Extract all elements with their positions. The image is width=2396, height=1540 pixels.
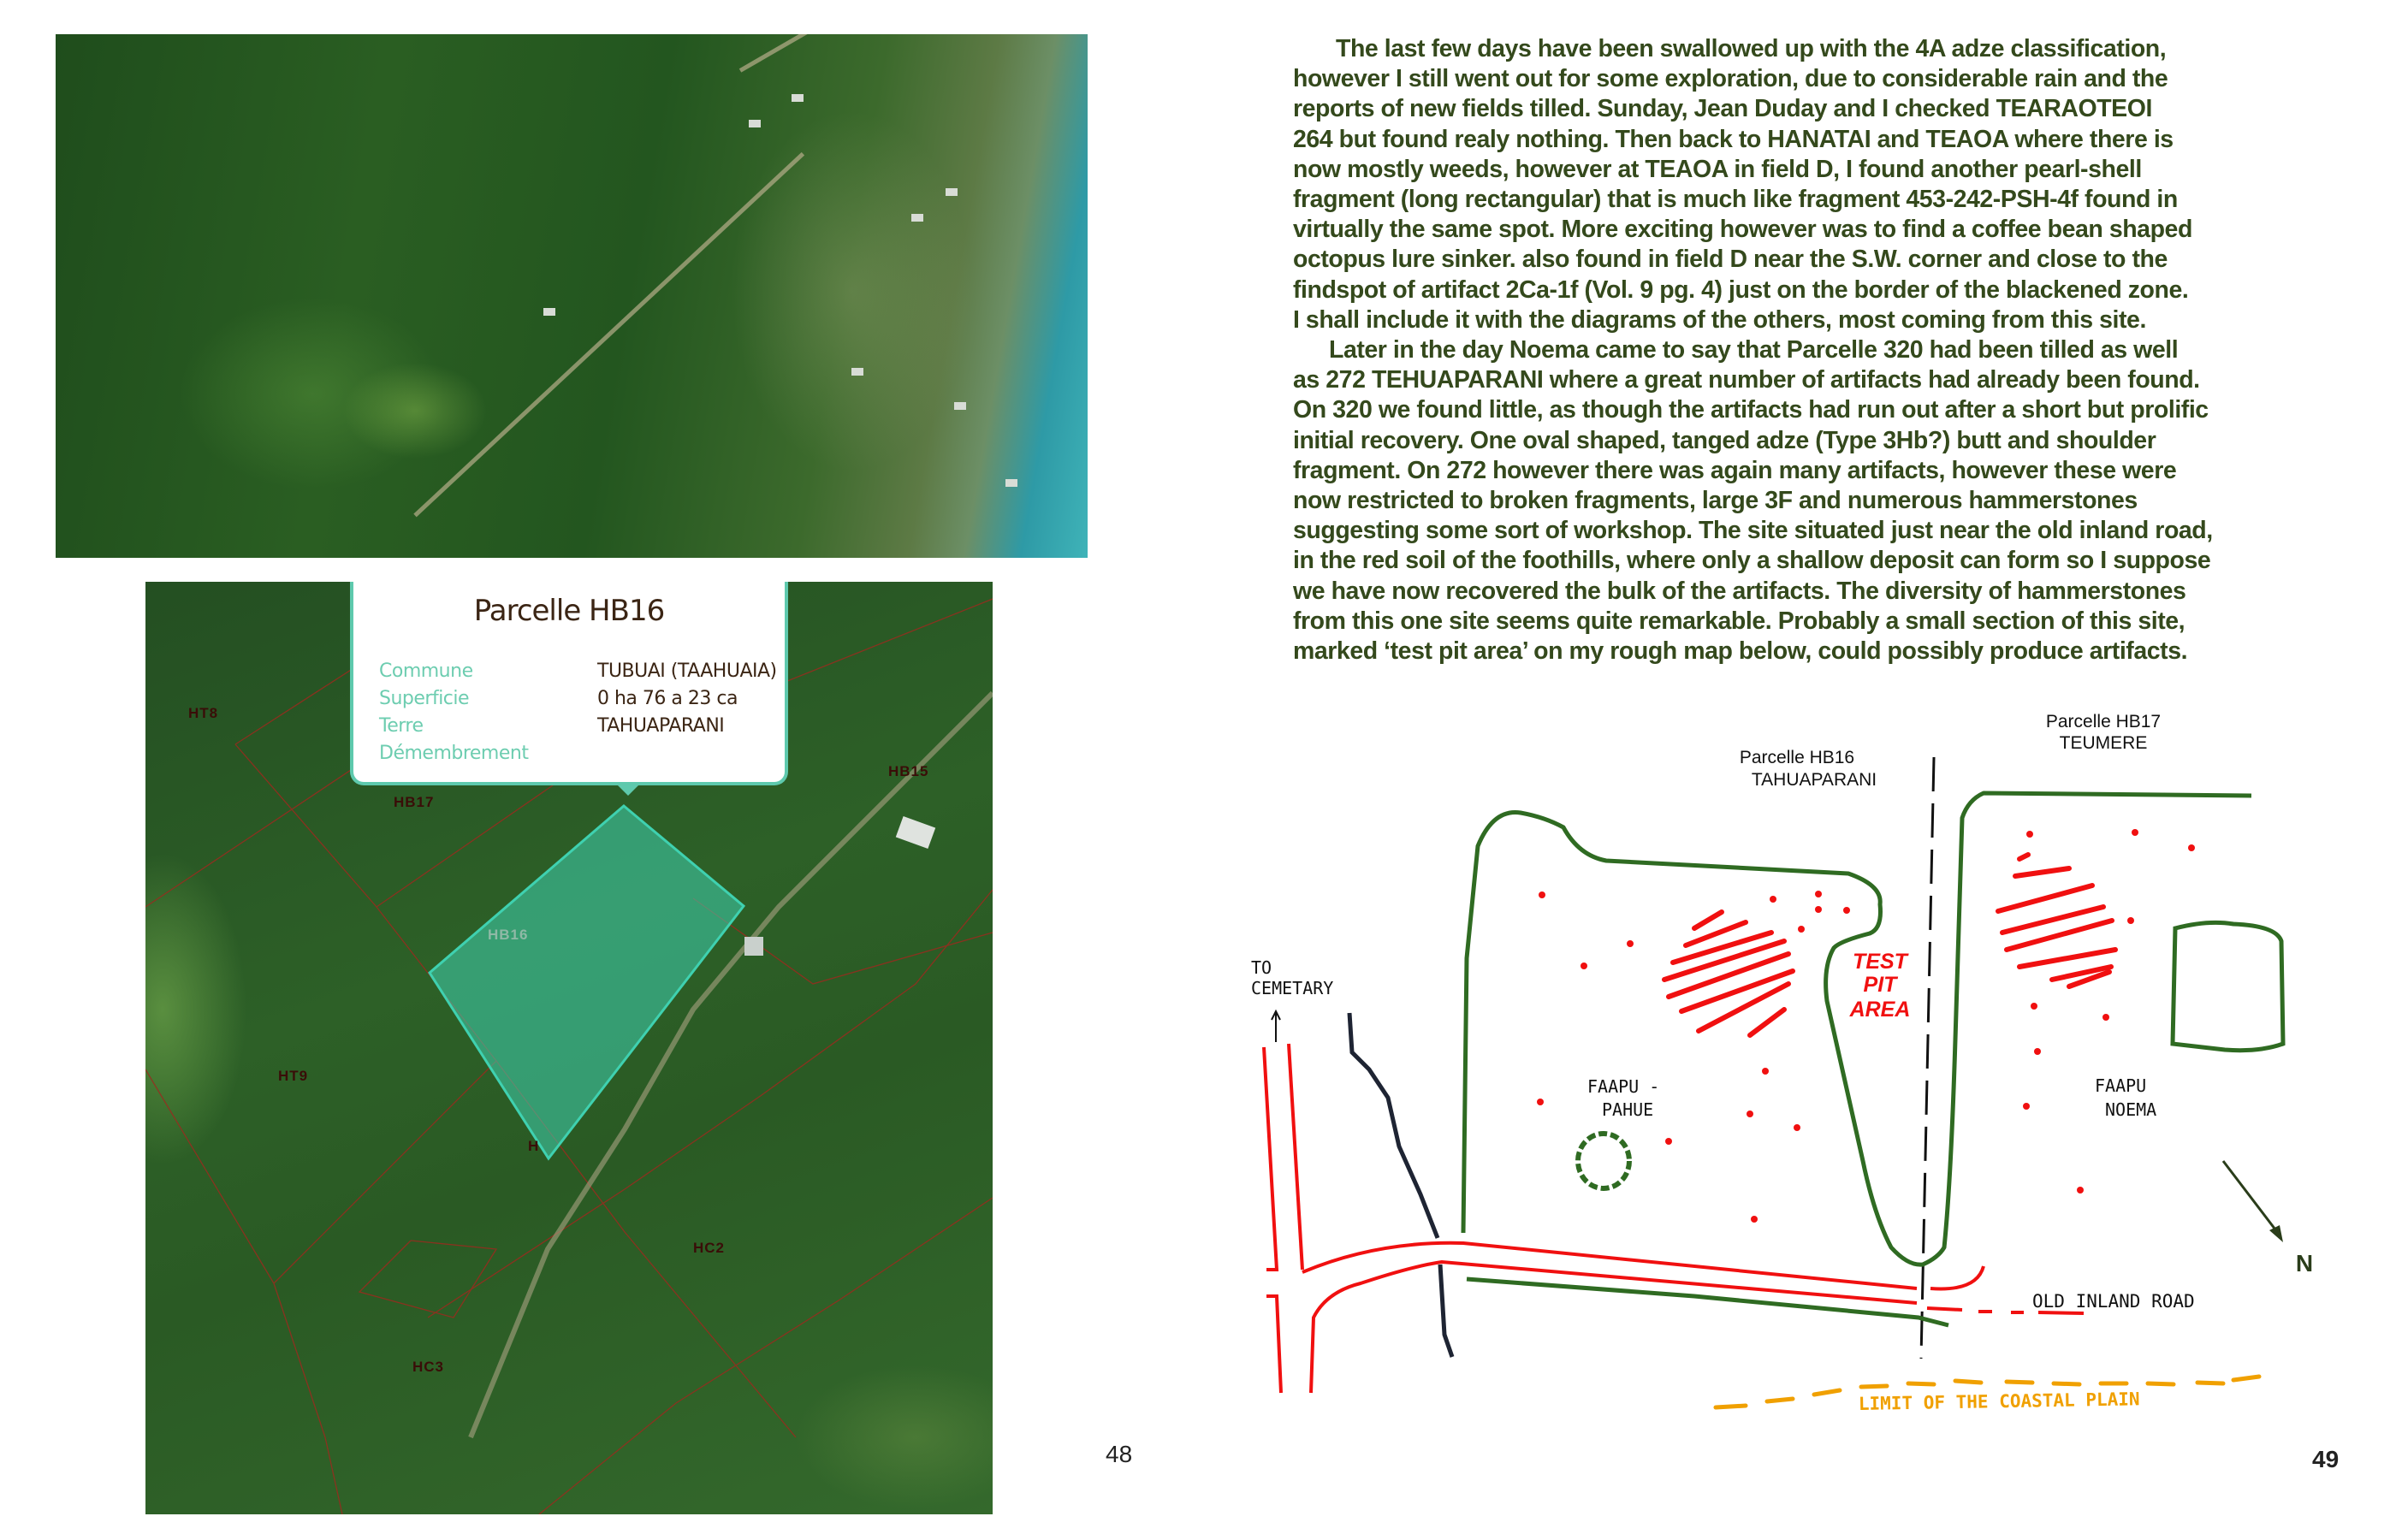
label-hb16-title: Parcelle HB16: [1740, 748, 1854, 767]
text-line: initial recovery. One oval shaped, tange…: [1293, 426, 2156, 454]
text-line: virtually the same spot. More exciting h…: [1293, 216, 2192, 244]
tree-icon: [1575, 1131, 1632, 1191]
text-line: fragment (long rectangular) that is much…: [1293, 186, 2178, 214]
building: [851, 368, 863, 376]
popup-pointer: [616, 784, 640, 796]
roads-red: [1262, 1043, 2085, 1394]
label-old-inland-road: OLD INLAND ROAD: [2032, 1291, 2195, 1312]
text-line: On 320 we found little, as though the ar…: [1293, 396, 2209, 424]
building: [792, 94, 804, 102]
label-hb16-name: TAHUAPARANI: [1752, 770, 1877, 790]
cadastre-map[interactable]: HT8 HB17 HB15 HB16 HT9 H HC2 HC3 Parcell…: [145, 582, 993, 1514]
page-number-left: 48: [1106, 1441, 1133, 1467]
artifact-hatching: [1662, 852, 2118, 1038]
text-line: we have now recovered the bulk of the ar…: [1293, 577, 2186, 605]
popup-value: 0 ha 76 a 23 ca: [597, 688, 738, 709]
hand-drawn-site-map: Parcelle HB16 TAHUAPARANI Parcelle HB17 …: [1251, 712, 2313, 1414]
text-line: from this one site seems quite remarkabl…: [1293, 607, 2185, 635]
aerial-photo-coast: [56, 34, 1088, 558]
popup-label: Démembrement: [379, 743, 529, 764]
building: [946, 188, 958, 196]
building: [911, 214, 923, 222]
label-pit: PIT: [1864, 973, 1900, 997]
popup-value: TAHUAPARANI: [597, 715, 725, 737]
parcel-label-h: H: [528, 1138, 540, 1154]
text-line: marked ‘test pit area’ on my rough map b…: [1293, 637, 2188, 666]
text-line: 264 but found realy nothing. Then back t…: [1293, 125, 2174, 153]
text-line: as 272 TEHUAPARANI where a great number …: [1293, 366, 2200, 394]
text-line: findspot of artifact 2Ca-1f (Vol. 9 pg. …: [1293, 275, 2189, 304]
label-cemetary: CEMETARY: [1251, 978, 1333, 998]
creek: [1347, 1012, 1455, 1358]
text-line: suggesting some sort of workshop. The si…: [1293, 517, 2213, 545]
text-line: Later in the day Noema came to say that …: [1329, 336, 2179, 364]
boundary-dashed-line: [1919, 756, 1936, 1359]
coastal-limit-line: [1713, 1374, 2262, 1410]
label-hb17-name: TEUMERE: [2060, 733, 2148, 753]
label-coastal-plain: LIMIT OF THE COASTAL PLAIN: [1859, 1389, 2140, 1414]
parcel-label-hc3: HC3: [412, 1359, 445, 1375]
popup-label: Commune: [379, 660, 473, 682]
text-line: reports of new fields tilled. Sunday, Je…: [1293, 95, 2152, 123]
building: [543, 308, 555, 316]
label-test: TEST: [1853, 950, 1910, 974]
text-line: however I still went out for some explor…: [1293, 65, 2168, 93]
page-number-right: 49: [2312, 1446, 2340, 1472]
parcel-label-ht8: HT8: [188, 705, 219, 721]
label-north: N: [2296, 1250, 2313, 1276]
popup-label: Terre: [379, 715, 424, 737]
parcel-label-hc2: HC2: [693, 1240, 726, 1256]
popup-value: TUBUAI (TAAHUAIA): [597, 660, 777, 682]
text-line: The last few days have been swallowed up…: [1336, 35, 2167, 62]
building: [1005, 479, 1017, 487]
parcel-boundaries: [145, 582, 993, 1514]
popup-title: Parcelle HB16: [473, 594, 665, 628]
text-line: octopus lure sinker. also found in field…: [1293, 246, 2168, 274]
text-line: I shall include it with the diagrams of …: [1293, 305, 2146, 334]
label-to: TO: [1251, 957, 1272, 978]
field-outline: [1461, 791, 2252, 1267]
find-spots: [1537, 829, 2195, 1223]
parcel-info-popup: Parcelle HB16 Commune TUBUAI (TAAHUAIA) …: [350, 582, 788, 796]
building: [749, 120, 761, 127]
coastal-road: [738, 34, 934, 73]
dirt-track: [413, 151, 805, 518]
north-arrow-icon: [2221, 1160, 2282, 1237]
label-hb17-title: Parcelle HB17: [2046, 712, 2161, 732]
text-line: now mostly weeds, however at TEAOA in fi…: [1293, 155, 2142, 183]
text-line: in the red soil of the foothills, where …: [1293, 547, 2211, 575]
label-faapu-pahue-1: FAAPU -: [1587, 1076, 1659, 1097]
label-area: AREA: [1849, 998, 1911, 1022]
road-edge-green: [1466, 1276, 1949, 1328]
parcel-label-hb15: HB15: [888, 763, 929, 779]
label-faapu-noema-1: FAAPU: [2095, 1075, 2146, 1096]
building: [954, 402, 966, 410]
parcel-label-ht9: HT9: [278, 1068, 309, 1084]
parcel-label-hb17: HB17: [394, 794, 435, 810]
popup-label: Superficie: [379, 688, 470, 709]
label-faapu-noema-2: NOEMA: [2105, 1099, 2156, 1120]
text-line: now restricted to broken fragments, larg…: [1293, 487, 2138, 515]
enclosure-outline: [2170, 920, 2286, 1053]
parcel-hb16-highlight[interactable]: [428, 804, 746, 1161]
parcel-label-hb16: HB16: [488, 927, 529, 943]
text-line: fragment. On 272 however there was again…: [1293, 456, 2177, 484]
journal-text: The last few days have been swallowed up…: [1293, 34, 2303, 666]
label-faapu-pahue-2: PAHUE: [1602, 1099, 1653, 1120]
